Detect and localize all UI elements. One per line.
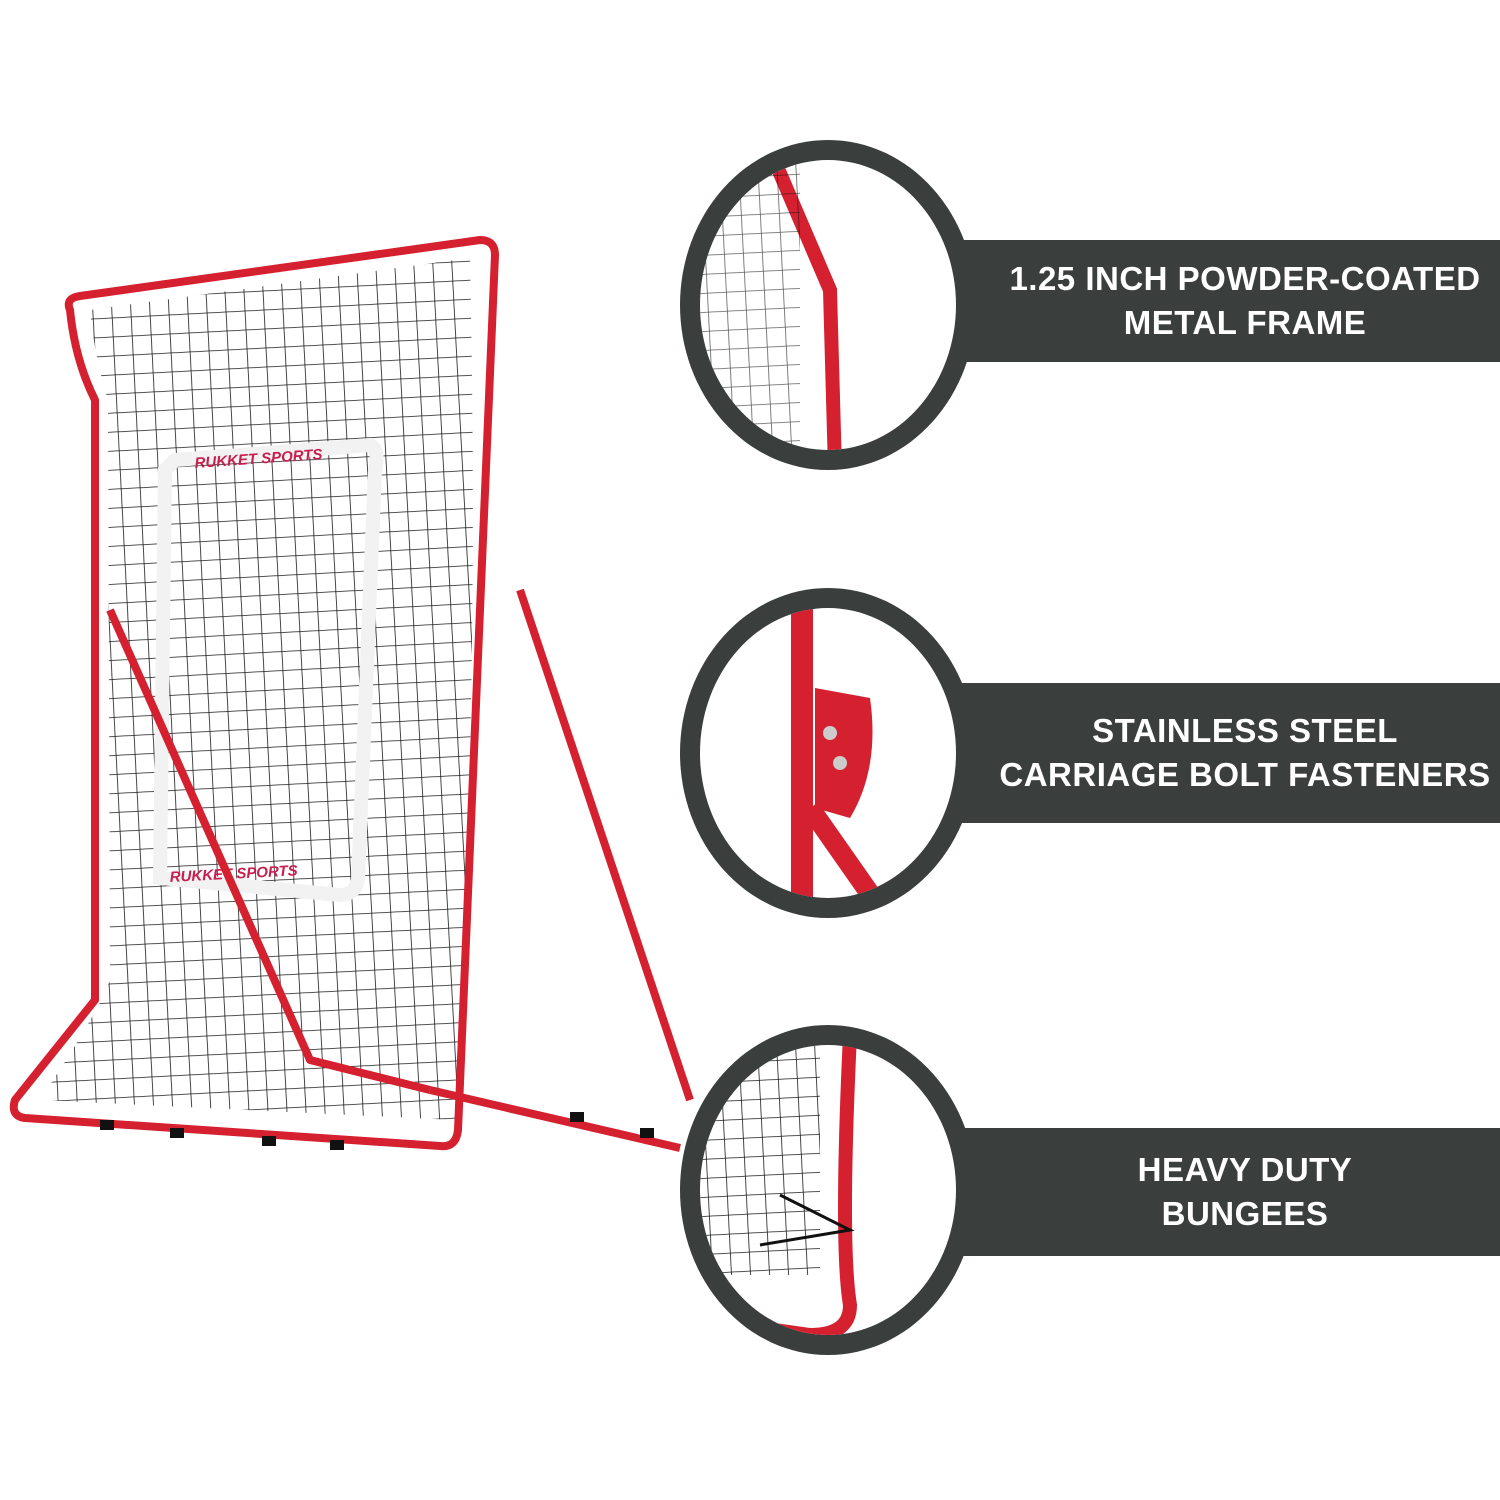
bungee-closeup-icon xyxy=(680,1025,976,1355)
brand-label-bottom: RUKKET SPORTS xyxy=(169,862,298,886)
bungees xyxy=(100,1112,654,1150)
feature-panel-frame: 1.25 INCH POWDER-COATED METAL FRAME xyxy=(960,240,1500,362)
feature-bungees-line1: HEAVY DUTY xyxy=(1137,1151,1353,1188)
frame xyxy=(9,236,694,1152)
frame-closeup-icon xyxy=(680,140,976,470)
feature-panel-bolts: STAINLESS STEEL CARRIAGE BOLT FASTENERS xyxy=(960,683,1500,823)
feature-bungees-line2: BUNGEES xyxy=(1161,1195,1329,1232)
feature-bolts-line1: STAINLESS STEEL xyxy=(1092,712,1398,749)
feature-frame-line2: METAL FRAME xyxy=(1123,304,1367,341)
bolt-closeup-icon xyxy=(680,588,976,918)
feature-bolts-line2: CARRIAGE BOLT FASTENERS xyxy=(999,756,1491,793)
feature-frame-line1: 1.25 INCH POWDER-COATED xyxy=(1009,260,1481,297)
target-zone xyxy=(152,437,384,903)
feature-panel-bungees: HEAVY DUTY BUNGEES xyxy=(960,1128,1500,1256)
net xyxy=(40,258,473,1120)
